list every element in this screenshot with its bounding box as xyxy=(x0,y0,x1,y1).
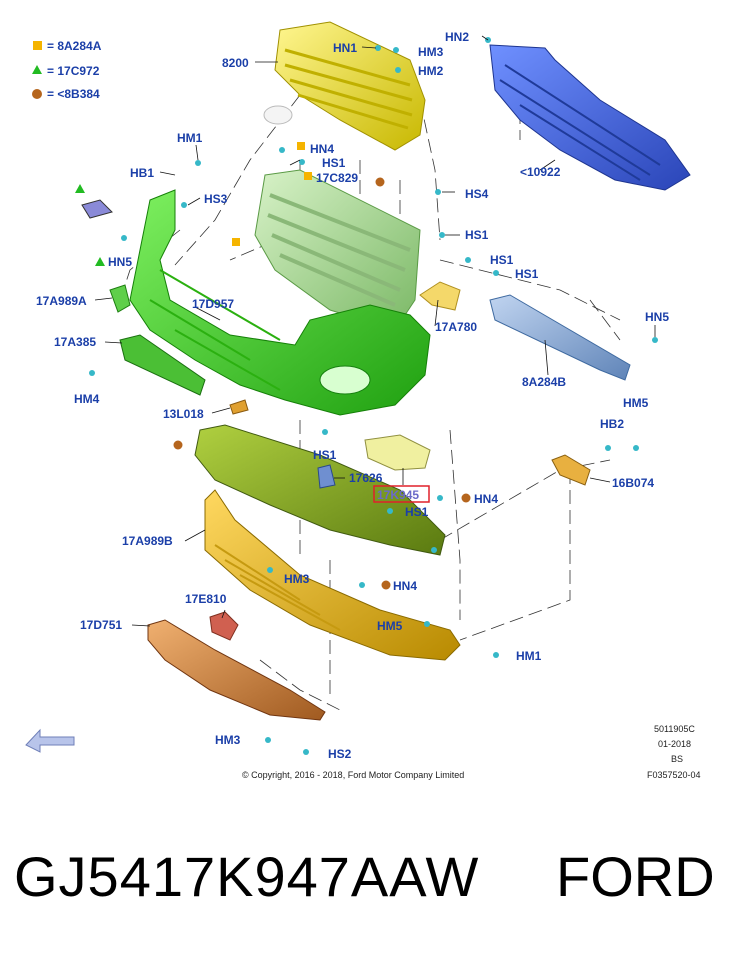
label-17c829[interactable]: 17C829 xyxy=(316,171,358,185)
label-16b074[interactable]: 16B074 xyxy=(612,476,654,490)
label-17626[interactable]: 17626 xyxy=(349,471,383,485)
bracket-17626[interactable] xyxy=(317,464,336,489)
label-hn5-left[interactable]: HN5 xyxy=(108,255,132,269)
lower-grille-17a989b[interactable] xyxy=(204,489,461,661)
label-hm5-right[interactable]: HM5 xyxy=(623,396,649,410)
label-hs3[interactable]: HS3 xyxy=(204,192,228,206)
info-bs: BS xyxy=(671,754,683,764)
brand-name: FORD xyxy=(556,845,715,908)
part-17e810[interactable] xyxy=(209,611,239,641)
label-hb1[interactable]: HB1 xyxy=(130,166,154,180)
label-17a385[interactable]: 17A385 xyxy=(54,335,96,349)
label-hn5-right[interactable]: HN5 xyxy=(645,310,669,324)
bracket-17a780[interactable] xyxy=(419,281,461,311)
label-hs1-a[interactable]: HS1 xyxy=(322,156,346,170)
label-hs1-c[interactable]: HS1 xyxy=(490,253,514,267)
label-17e810[interactable]: 17E810 xyxy=(185,592,227,606)
label-8a284b[interactable]: 8A284B xyxy=(522,375,566,389)
label-10922[interactable]: <10922 xyxy=(520,165,561,179)
label-hm2[interactable]: HM2 xyxy=(418,64,444,78)
bracket-8a284b[interactable] xyxy=(489,294,631,381)
fasteners xyxy=(89,37,658,755)
label-17a989a[interactable]: 17A989A xyxy=(36,294,87,308)
legend-circle-icon xyxy=(32,89,42,99)
diagram-info: 5011905C 01-2018 BS F0357520-04 © Copyri… xyxy=(242,724,701,780)
bracket-17a989a[interactable] xyxy=(109,284,131,313)
label-17a989b[interactable]: 17A989B xyxy=(122,534,173,548)
highlight-box-17k945 xyxy=(373,485,430,503)
bracket-16b074[interactable] xyxy=(551,454,591,486)
label-hm4[interactable]: HM4 xyxy=(74,392,100,406)
fog-lamp-bezel-17k945[interactable] xyxy=(364,434,431,471)
part-number: GJ5417K947AAW xyxy=(14,845,480,908)
bumper-cover-17d957[interactable] xyxy=(129,189,431,416)
info-date: 01-2018 xyxy=(658,739,691,749)
label-hb2[interactable]: HB2 xyxy=(600,417,624,431)
label-hn1[interactable]: HN1 xyxy=(333,41,357,55)
info-code: 5011905C xyxy=(654,724,695,734)
label-hm3-top[interactable]: HM3 xyxy=(418,45,444,59)
info-ref: F0357520-04 xyxy=(647,770,701,780)
part-labels: 8200 HN1 HM3 HM2 HN2 <10922 HM1 HB1 HN4 … xyxy=(36,30,669,761)
label-hs1-d[interactable]: HS1 xyxy=(515,267,539,281)
label-hm1-low[interactable]: HM1 xyxy=(516,649,542,663)
label-17a780[interactable]: 17A780 xyxy=(435,320,477,334)
legend-item-8a284a: = 8A284A xyxy=(47,39,102,53)
label-hm3-mid[interactable]: HM3 xyxy=(284,572,310,586)
grille-support-17c829[interactable] xyxy=(254,169,421,331)
splash-shield[interactable] xyxy=(194,424,446,556)
copyright: © Copyright, 2016 - 2018, Ford Motor Com… xyxy=(242,770,464,780)
label-hn2[interactable]: HN2 xyxy=(445,30,469,44)
legend-square-icon xyxy=(33,41,42,50)
label-hm5-low[interactable]: HM5 xyxy=(377,619,403,633)
part-caption: GJ5417K947AAW FORD xyxy=(0,838,731,938)
part-markers xyxy=(75,142,471,590)
leader-lines xyxy=(94,35,656,627)
bumper-reinforcement-10922[interactable] xyxy=(489,44,691,191)
label-hm3-bottom[interactable]: HM3 xyxy=(215,733,241,747)
legend: = 8A284A = 17C972 = <8B384 xyxy=(32,39,102,101)
label-hn4-low[interactable]: HN4 xyxy=(393,579,417,593)
license-bracket-17a385[interactable] xyxy=(119,334,206,396)
label-hs4[interactable]: HS4 xyxy=(465,187,489,201)
legend-item-8b384: = <8B384 xyxy=(47,87,100,101)
label-hs1-b[interactable]: HS1 xyxy=(465,228,489,242)
legend-triangle-icon xyxy=(32,65,42,74)
label-hm1-top[interactable]: HM1 xyxy=(177,131,203,145)
label-13l018[interactable]: 13L018 xyxy=(163,407,204,421)
front-direction-arrow-icon xyxy=(25,728,75,753)
part-13l018[interactable] xyxy=(229,399,249,415)
label-hs2[interactable]: HS2 xyxy=(328,747,352,761)
label-17d957[interactable]: 17D957 xyxy=(192,297,234,311)
valance-17d751[interactable] xyxy=(147,619,326,721)
label-8200[interactable]: 8200 xyxy=(222,56,249,70)
label-hs1-e[interactable]: HS1 xyxy=(313,448,337,462)
label-hs1-f[interactable]: HS1 xyxy=(405,505,429,519)
bracket-hb1[interactable] xyxy=(81,199,113,219)
legend-item-17c972: = 17C972 xyxy=(47,64,100,78)
label-hn4-top[interactable]: HN4 xyxy=(310,142,334,156)
label-17d751[interactable]: 17D751 xyxy=(80,618,122,632)
label-hn4-mid[interactable]: HN4 xyxy=(474,492,498,506)
label-17k945[interactable]: 17K945 xyxy=(377,488,419,502)
grille-8200[interactable] xyxy=(263,21,426,151)
ford-emblem-icon xyxy=(263,105,293,125)
